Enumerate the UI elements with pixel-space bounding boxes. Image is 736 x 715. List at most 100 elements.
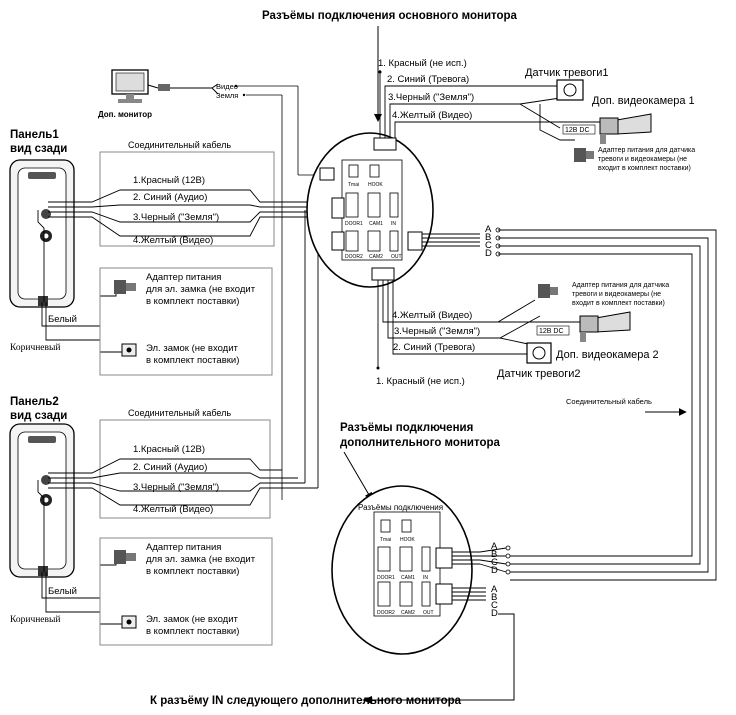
sensor1-device: [556, 79, 584, 101]
panel1-title: Панель1: [10, 129, 59, 141]
panel1-wire-labels: 1.Красный (12В) 2. Синий (Аудио) 3.Черны…: [133, 175, 219, 246]
panel2-wire-blue: 2. Синий (Аудио): [133, 462, 207, 473]
camera2-device: [579, 311, 631, 342]
panel1-lock-box: [99, 267, 273, 376]
panel2-title: Панель2: [10, 396, 59, 408]
extra-label-tamper: Тmai: [380, 537, 391, 543]
panel2-wire-labels: 1.Красный (12В) 2. Синий (Аудио) 3.Черны…: [133, 444, 219, 515]
panel2-wire-black: 3.Черный ("Земля"): [133, 482, 219, 493]
cam1-wire-labels: 1. Красный (не исп.) 2. Синий (Тревога) …: [378, 58, 474, 121]
cam2-wire-blue: 2. Синий (Тревога): [393, 342, 475, 353]
panel1-lock-l1: Эл. замок (не входит: [146, 343, 239, 354]
extra-out-letters: A B C D: [491, 584, 498, 619]
panel1-brown-label: Коричневый: [10, 342, 60, 353]
panel2-wire-yellow: 4.Желтый (Видео): [133, 504, 213, 515]
side-cable-label: Соединительный кабель: [566, 397, 652, 406]
main-label-out: OUT: [391, 254, 402, 260]
main-bus-b: B: [485, 232, 491, 243]
main-label-door1: DOOR1: [345, 221, 363, 227]
panel1-device: [9, 159, 75, 308]
main-bus-a: A: [485, 224, 492, 235]
panel1-adapter-l3: в комплект поставки): [146, 296, 239, 307]
main-bus: [422, 229, 717, 581]
main-bus-d: D: [485, 248, 492, 259]
panel2-harness: [37, 458, 318, 625]
panel1-wire-red: 1.Красный (12В): [133, 175, 205, 186]
panel2-adapter-l2: для эл. замка (не входит: [146, 554, 256, 565]
panel1-wire-black: 3.Черный ("Земля"): [133, 212, 219, 223]
cam1-adapter-l1: Адаптер питания для датчика: [598, 147, 695, 154]
extra-out-d: D: [491, 608, 498, 619]
sensor2-label: Датчик тревоги2: [497, 368, 581, 380]
extra-monitor-connectors: [331, 485, 473, 655]
aux-monitor-ground-label: Земля: [216, 91, 238, 100]
panel2-lock-box: [99, 537, 273, 646]
extra-in-letters: A B C D: [491, 541, 498, 576]
extra-in-a: A: [491, 541, 498, 552]
extra-monitor-title-l2: дополнительного монитора: [340, 437, 500, 449]
main-bus-c: C: [485, 240, 492, 251]
aux-monitor-video-label: Видео: [216, 82, 238, 91]
extra-label-out: OUT: [423, 610, 434, 616]
panel1-wire-blue: 2. Синий (Аудио): [133, 192, 207, 203]
cam1-wire-yellow: 4.Желтый (Видео): [392, 110, 472, 121]
panel1-wire-yellow: 4.Желтый (Видео): [133, 235, 213, 246]
panel1-lock-l2: в комплект поставки): [146, 355, 239, 366]
panel2-lock-l1: Эл. замок (не входит: [146, 614, 239, 625]
main-label-cam1: CAM1: [369, 221, 383, 227]
extra-label-in: IN: [423, 575, 428, 581]
cam2-adapter: [538, 284, 558, 298]
extra-label-cam1: CAM1: [401, 575, 415, 581]
main-label-in: IN: [391, 221, 396, 227]
main-label-hook: HOOK: [368, 182, 383, 188]
cam2-adapter-l1: Адаптер питания для датчика: [572, 282, 669, 289]
cam2-adapter-l2: тревоги и видеокамеры (не: [572, 291, 661, 298]
cam2-wire-labels: 4.Желтый (Видео) 3.Черный ("Земля") 2. С…: [376, 310, 480, 387]
cam1-dc-label: 12В DC: [565, 127, 590, 134]
cam1-wire-red: 1. Красный (не исп.): [378, 58, 467, 69]
panel2-lock-l2: в комплект поставки): [146, 626, 239, 637]
cam1-wire-black: 3.Черный ("Земля"): [388, 92, 474, 103]
panel2-adapter-l1: Адаптер питания: [146, 542, 221, 553]
cam1-adapter: [574, 148, 594, 162]
cam1-wire-blue: 2. Синий (Тревога): [387, 74, 469, 85]
extra-in-d: D: [491, 565, 498, 576]
panel1-subtitle: вид сзади: [10, 143, 67, 155]
main-label-door2: DOOR2: [345, 254, 363, 260]
next-monitor-title: К разъёму IN следующего дополнительного …: [150, 695, 462, 707]
extra-in-b: B: [491, 549, 497, 560]
panel1-cable-label: Соединительный кабель: [128, 140, 231, 150]
extra-monitor-title-l1: Разъёмы подключения: [340, 422, 473, 434]
cam1-wires: [379, 70, 620, 141]
main-bus-letters: A B C D: [485, 224, 492, 259]
extra-in-c: C: [491, 557, 498, 568]
sensor2-device: [526, 342, 552, 364]
panel2-device: [9, 423, 75, 578]
cam1-adapter-l3: входит в комплект поставки): [598, 165, 691, 172]
panel2-white-label: Белый: [48, 586, 77, 597]
panel1-white-label: Белый: [48, 314, 77, 325]
panel2-adapter-l3: в комплект поставки): [146, 566, 239, 577]
extra-connector-labels: Тmai HOOK DOOR1 CAM1 IN DOOR2 CAM2 OUT: [377, 537, 434, 616]
extra-label-door2: DOOR2: [377, 610, 395, 616]
aux-monitor: [111, 69, 246, 103]
camera1-device: [599, 113, 652, 144]
panel2-cable-label: Соединительный кабель: [128, 408, 231, 418]
extra-conn-header: Разъёмы подключения: [358, 503, 443, 512]
camera2-label: Доп. видеокамера 2: [556, 349, 659, 361]
panel1-adapter-l1: Адаптер питания: [146, 272, 221, 283]
cam2-wires: [377, 280, 580, 368]
extra-out-a: A: [491, 584, 498, 595]
cam2-wire-yellow: 4.Желтый (Видео): [392, 310, 472, 321]
extra-out-b: B: [491, 592, 497, 603]
extra-out-c: C: [491, 600, 498, 611]
panel2-brown-label: Коричневый: [10, 614, 60, 625]
cam2-wire-red: 1. Красный (не исп.): [376, 376, 465, 387]
extra-label-door1: DOOR1: [377, 575, 395, 581]
cam1-adapter-l2: тревоги и видеокамеры (не: [598, 156, 687, 163]
cam2-wire-black: 3.Черный ("Земля"): [394, 326, 480, 337]
main-connector-labels: Тmai HOOK DOOR1 CAM1 IN DOOR2 CAM2 OUT: [345, 182, 402, 260]
panel1-adapter-l2: для эл. замка (не входит: [146, 284, 256, 295]
sensor1-label: Датчик тревоги1: [525, 67, 609, 79]
